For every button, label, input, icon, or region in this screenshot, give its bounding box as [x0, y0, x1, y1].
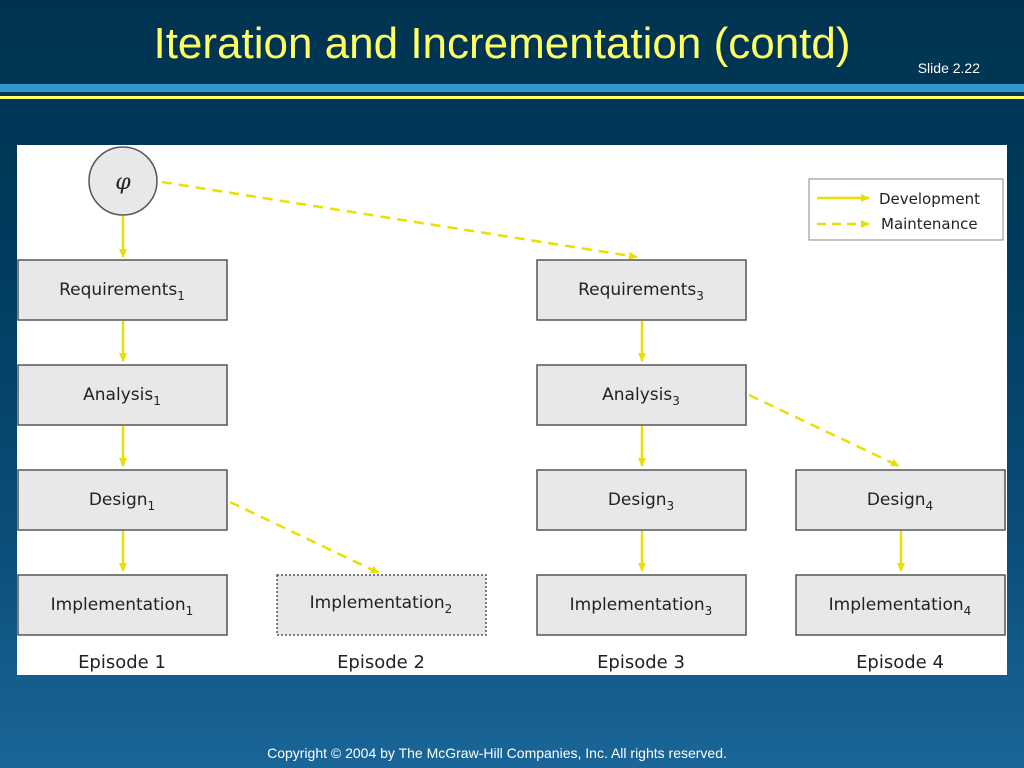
box-analysis-1: Analysis1	[17, 364, 228, 426]
box-subscript: 3	[696, 289, 704, 303]
box-implementation-3: Implementation3	[536, 574, 747, 636]
svg-text:Analysis3: Analysis3	[602, 385, 680, 408]
box-subscript: 3	[667, 499, 675, 513]
box-requirements-3: Requirements3	[536, 259, 747, 321]
episode-4-label: Episode 4	[856, 652, 944, 673]
episode-2-label: Episode 2	[337, 652, 425, 673]
svg-text:Requirements1: Requirements1	[59, 280, 185, 303]
iteration-diagram: φ Development Maintenance	[17, 146, 1006, 673]
svg-text:Implementation4: Implementation4	[829, 595, 972, 618]
episode-3-label: Episode 3	[597, 652, 685, 673]
arrow-start-req3	[161, 180, 638, 260]
box-subscript: 3	[705, 604, 713, 618]
development-arrows	[119, 216, 905, 572]
box-label: Implementation	[51, 595, 186, 615]
box-subscript: 2	[445, 602, 453, 616]
box-subscript: 1	[186, 604, 194, 618]
phi-symbol: φ	[115, 170, 131, 195]
box-subscript: 4	[964, 604, 972, 618]
legend-maintenance-label: Maintenance	[881, 215, 978, 233]
box-implementation-1: Implementation1	[17, 574, 228, 636]
episode-1-label: Episode 1	[78, 652, 166, 673]
box-label: Analysis	[602, 385, 672, 405]
copyright-footer: Copyright © 2004 by The McGraw-Hill Comp…	[267, 745, 727, 761]
box-label: Design	[608, 490, 667, 510]
svg-text:Design3: Design3	[608, 490, 674, 513]
box-requirements-1: Requirements1	[17, 259, 228, 321]
svg-text:Design4: Design4	[867, 490, 933, 513]
legend: Development Maintenance	[808, 178, 1004, 241]
box-implementation-4: Implementation4	[795, 574, 1006, 636]
svg-text:Analysis1: Analysis1	[83, 385, 161, 408]
box-subscript: 4	[926, 499, 934, 513]
box-label: Implementation	[570, 595, 705, 615]
svg-text:Design1: Design1	[89, 490, 155, 513]
slide-number: Slide 2.22	[917, 60, 980, 76]
svg-text:Implementation3: Implementation3	[570, 595, 713, 618]
start-node: φ	[88, 146, 158, 216]
slide-title: Iteration and Incrementation (contd)	[153, 19, 851, 68]
header-rule-yellow	[0, 96, 1024, 99]
box-design-4: Design4	[795, 469, 1006, 531]
svg-text:Implementation2: Implementation2	[310, 593, 453, 616]
arrow-des1-imp2	[229, 500, 380, 575]
box-implementation-2: Implementation2	[276, 574, 487, 636]
box-design-1: Design1	[17, 469, 228, 531]
box-label: Requirements	[578, 280, 696, 300]
maintenance-arrows	[161, 180, 900, 575]
svg-text:Requirements3: Requirements3	[578, 280, 704, 303]
box-subscript: 1	[177, 289, 185, 303]
legend-development-label: Development	[879, 190, 980, 208]
box-label: Design	[89, 490, 148, 510]
arrow-ana3-des4	[748, 393, 900, 468]
box-analysis-3: Analysis3	[536, 364, 747, 426]
box-label: Implementation	[310, 593, 445, 613]
svg-text:Implementation1: Implementation1	[51, 595, 194, 618]
box-subscript: 1	[153, 394, 161, 408]
box-label: Implementation	[829, 595, 964, 615]
header-rule-blue	[0, 84, 1024, 92]
diagram-panel: φ Development Maintenance	[17, 145, 1007, 675]
box-label: Requirements	[59, 280, 177, 300]
box-label: Analysis	[83, 385, 153, 405]
box-label: Design	[867, 490, 926, 510]
box-subscript: 1	[148, 499, 156, 513]
box-subscript: 3	[672, 394, 680, 408]
box-design-3: Design3	[536, 469, 747, 531]
